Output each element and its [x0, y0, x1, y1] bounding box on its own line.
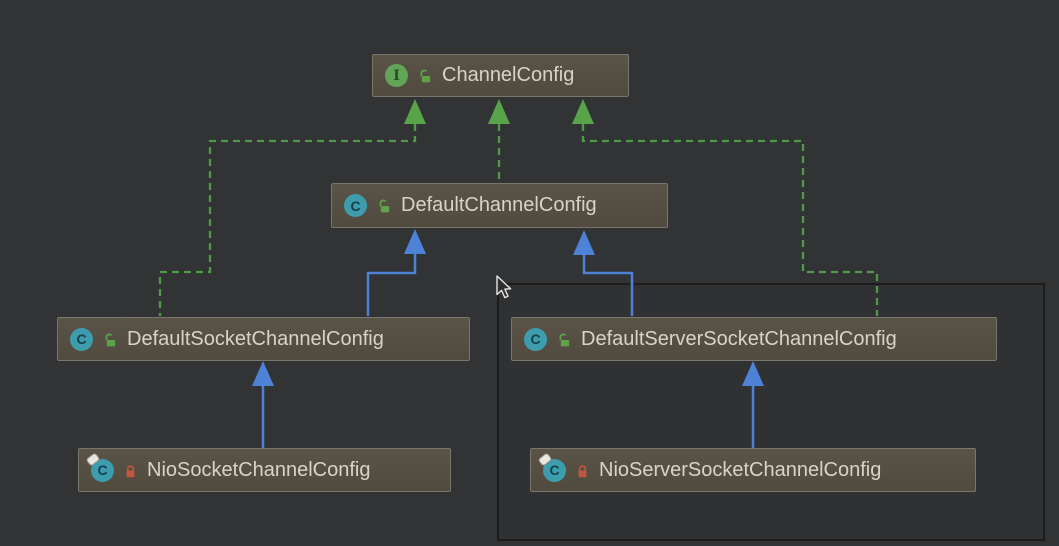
- class-icon-letter: C: [530, 331, 541, 347]
- implements-edge-defaultsocketchannelconfig-channelconfig[interactable]: [158, 99, 426, 316]
- class-icon: C: [524, 327, 547, 351]
- locked-lock-icon: [126, 464, 135, 477]
- implements-edge-defaultserversocketchannelconfig-channelconfig[interactable]: [572, 99, 879, 316]
- extends-edge-niosocketchannelconfig-defaultsocketchannelconfig[interactable]: [252, 361, 274, 448]
- node-defaultsocketchannelconfig[interactable]: C DefaultSocketChannelConfig: [57, 317, 470, 361]
- node-label: DefaultServerSocketChannelConfig: [581, 327, 897, 350]
- extends-arrowhead: [252, 361, 274, 386]
- interface-icon-letter: I: [393, 67, 400, 84]
- extends-arrowhead: [742, 361, 764, 386]
- class-icon-letter: C: [350, 197, 361, 214]
- node-label: ChannelConfig: [442, 64, 575, 86]
- class-icon-letter: C: [97, 462, 108, 478]
- class-icon-letter: C: [549, 462, 560, 478]
- node-label: NioSocketChannelConfig: [147, 458, 371, 481]
- class-icon: C: [85, 451, 114, 482]
- node-defaultchannelconfig[interactable]: C DefaultChannelConfig: [331, 183, 668, 228]
- public-open-lock-icon: [559, 333, 570, 346]
- locked-lock-icon: [578, 464, 587, 477]
- extends-edge-nioserversocketchannelconfig-defaultserversocketchannelconfig[interactable]: [742, 361, 764, 448]
- extends-arrowhead: [573, 230, 595, 255]
- public-open-lock-icon: [105, 333, 116, 346]
- node-label: DefaultSocketChannelConfig: [127, 327, 384, 350]
- extends-edge-defaultserversocketchannelconfig-defaultchannelconfig[interactable]: [573, 230, 634, 316]
- implements-arrowhead: [572, 99, 594, 124]
- node-nioserversocketchannelconfig[interactable]: C NioServerSocketChannelConfig: [530, 448, 976, 492]
- node-channelconfig[interactable]: I ChannelConfig: [372, 54, 629, 97]
- extends-edge-defaultsocketchannelconfig-defaultchannelconfig[interactable]: [366, 229, 426, 316]
- extends-arrowhead: [404, 229, 426, 254]
- implements-edge-defaultchannelconfig-channelconfig[interactable]: [488, 99, 510, 182]
- node-label: DefaultChannelConfig: [401, 194, 597, 216]
- node-label: NioServerSocketChannelConfig: [599, 458, 882, 481]
- interface-icon: I: [385, 64, 408, 87]
- public-open-lock-icon: [379, 199, 390, 213]
- class-icon: C: [537, 451, 566, 482]
- mouse-cursor: [496, 275, 512, 299]
- class-icon-letter: C: [76, 331, 87, 347]
- implements-arrowhead: [404, 99, 426, 124]
- public-open-lock-icon: [420, 69, 431, 83]
- class-icon: C: [70, 327, 93, 351]
- class-icon: C: [344, 194, 367, 217]
- node-defaultserversocketchannelconfig[interactable]: C DefaultServerSocketChannelConfig: [511, 317, 997, 361]
- node-niosocketchannelconfig[interactable]: C NioSocketChannelConfig: [78, 448, 451, 492]
- implements-arrowhead: [488, 99, 510, 124]
